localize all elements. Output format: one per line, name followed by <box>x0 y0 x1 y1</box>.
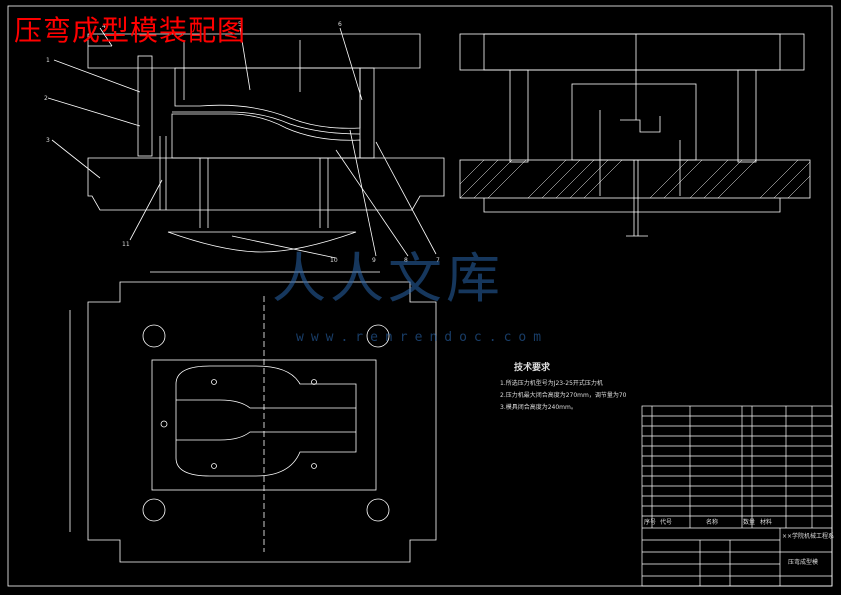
header-material: 材料 <box>760 518 772 526</box>
school-name: ××学院机械工程系 <box>782 532 834 540</box>
part-label: 1 <box>46 57 50 64</box>
header-index: 序号 <box>644 518 656 526</box>
header-code: 代号 <box>660 518 672 526</box>
drawing-name: 压弯成型模 <box>788 558 818 566</box>
part-label: 11 <box>122 241 130 248</box>
header-qty: 数量 <box>743 518 755 526</box>
tech-requirement-item: 3.模具闭合高度为240mm。 <box>500 404 577 411</box>
watermark-text: 人人文库 <box>272 247 504 310</box>
tech-requirements-title: 技术要求 <box>514 363 551 373</box>
part-label: 4 <box>102 23 106 30</box>
part-label: 8 <box>404 257 408 264</box>
tech-requirement-item: 2.压力机最大闭合高度为270mm，调节量为70 <box>500 392 627 399</box>
part-labels: 1 2 3 4 5 6 7 8 9 10 11 <box>44 21 440 264</box>
part-label: 2 <box>44 95 48 102</box>
side-view-hatch <box>459 159 811 199</box>
title-block <box>641 405 833 587</box>
watermark-url: www.renrendoc.com <box>296 330 549 345</box>
tech-requirement-item: 1.所选压力机型号为J23-25开式压力机 <box>500 380 603 387</box>
sheet-border <box>7 5 833 587</box>
part-label: 10 <box>330 257 338 264</box>
side-view <box>459 33 811 237</box>
header-name: 名称 <box>706 518 718 526</box>
part-label: 6 <box>338 21 342 28</box>
plan-view <box>69 271 437 563</box>
part-label: 3 <box>46 137 50 144</box>
part-label: 9 <box>372 257 376 264</box>
page-title: 压弯成型模装配图 <box>14 14 247 47</box>
title-block-text: 序号 代号 名称 数量 材料 ××学院机械工程系 压弯成型模 <box>644 518 834 566</box>
part-label: 5 <box>238 21 242 28</box>
front-view <box>47 27 445 259</box>
part-label: 7 <box>436 257 440 264</box>
